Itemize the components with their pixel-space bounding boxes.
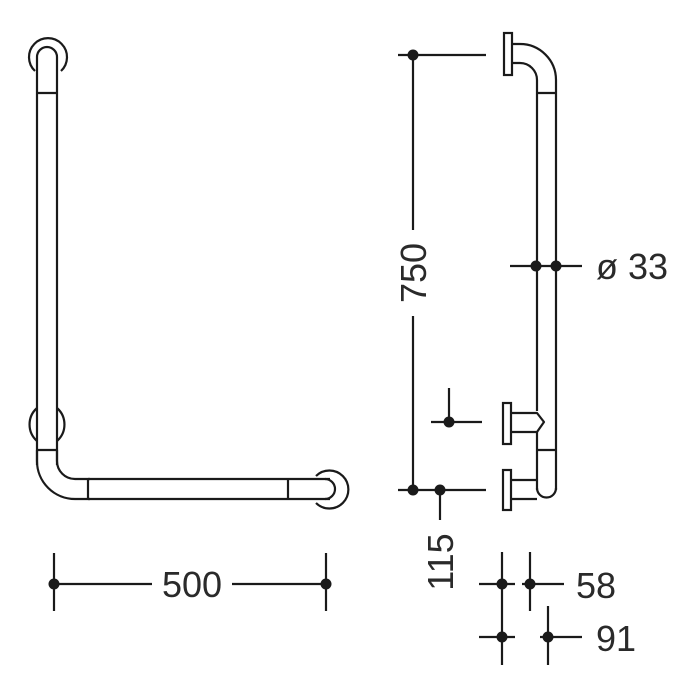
- dimension-offset: 115: [398, 388, 486, 591]
- top-wall-plate: [502, 31, 514, 77]
- middle-wall-plate: [501, 401, 513, 446]
- side-view: [501, 31, 558, 512]
- dimension-height-label: 750: [393, 243, 434, 303]
- middle-rosette-right: [56, 407, 66, 442]
- dimension-projection-58-label: 58: [576, 565, 616, 606]
- elbow-outer: [35, 450, 90, 501]
- dimension-width-label: 500: [162, 564, 222, 605]
- front-view: [27, 37, 350, 510]
- top-elbow-outer: [512, 42, 558, 92]
- dimension-offset-label: 115: [420, 533, 461, 590]
- top-rosette: [27, 37, 69, 72]
- middle-rosette-left: [28, 407, 38, 442]
- dimension-diameter-label: ø 33: [596, 246, 668, 287]
- top-elbow-inner: [512, 61, 539, 92]
- vertical-bar: [35, 45, 59, 465]
- dimension-projection-91-label: 91: [596, 618, 636, 659]
- side-bar-bottom-end: [535, 487, 558, 499]
- dimension-projection-58: 58: [479, 552, 616, 665]
- dimension-projection-91: 91: [479, 606, 636, 665]
- middle-bracket: [511, 411, 546, 434]
- elbow-inner: [55, 450, 90, 481]
- dimension-width: 500: [48, 553, 332, 611]
- horizontal-bar-end: [324, 477, 337, 501]
- bottom-wall-plate: [501, 468, 513, 512]
- dimension-height: 750: [393, 49, 486, 490]
- right-rosette: [315, 469, 350, 510]
- dimension-diameter: ø 33: [510, 246, 668, 287]
